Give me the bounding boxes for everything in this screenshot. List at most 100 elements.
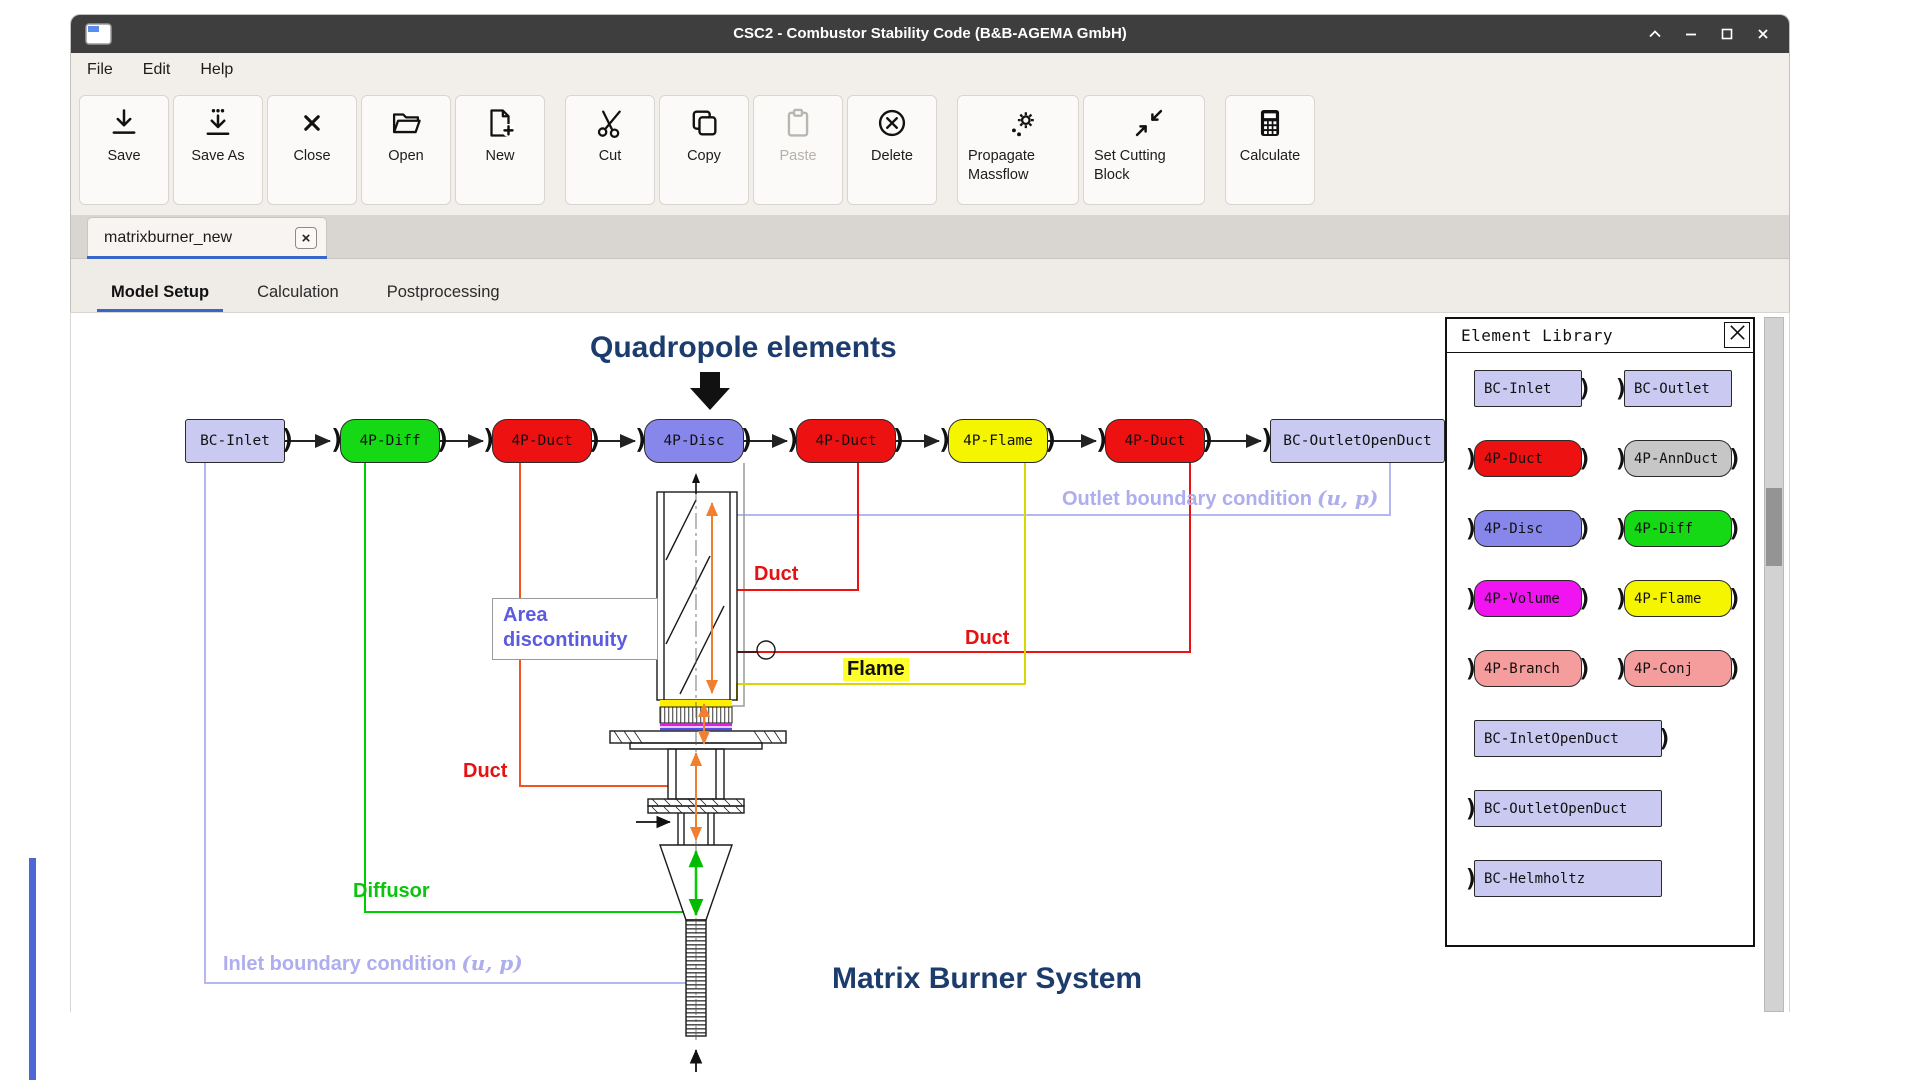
title-bar[interactable]: CSC2 - Combustor Stability Code (B&B-AGE… (71, 15, 1789, 53)
library-item-label: 4P-Diff (1634, 520, 1694, 537)
connector-port-right-icon: ) (279, 424, 296, 456)
menu-bar: File Edit Help (71, 53, 233, 87)
toolbar-button-save-as[interactable]: Save As (173, 95, 263, 205)
toolbar-button-label: Close (293, 148, 331, 164)
library-item-bc-outlet[interactable]: )BC-Outlet (1614, 370, 1732, 407)
connector-port-left-icon: ) (1614, 373, 1629, 402)
chain-block-4p-duct[interactable]: )4P-Duct) (785, 419, 907, 463)
connector-port-left-icon: ) (1464, 443, 1479, 472)
connector-port-left-icon: ) (1464, 793, 1479, 822)
chain-block-4p-diff[interactable]: )4P-Diff) (329, 419, 451, 463)
library-item-4p-disc[interactable]: ) 4P-Disc) (1464, 510, 1592, 547)
library-item-bc-inletopenduct[interactable]: BC-InletOpenDuct) (1474, 720, 1672, 757)
tab-model-setup[interactable]: Model Setup (97, 272, 224, 312)
quadropole-pointer-arrow-icon (690, 372, 730, 410)
document-tab-bar: matrixburner_new × (71, 215, 1789, 259)
toolbar-button-open[interactable]: Open (361, 95, 451, 205)
chain-block-4p-disc[interactable]: )4P-Disc) (633, 419, 755, 463)
area-annotation-line1: Area (503, 604, 548, 626)
set-cutting-block-icon (1132, 106, 1166, 140)
document-tab[interactable]: matrixburner_new × (87, 217, 327, 259)
canvas-scrollbar[interactable] (1764, 317, 1784, 1012)
chain-block-4p-duct[interactable]: )4P-Duct) (1094, 419, 1216, 463)
toolbar-button-set-cutting-block[interactable]: Set Cutting Block (1083, 95, 1205, 205)
window-controls (1647, 15, 1771, 53)
toolbar-button-save[interactable]: Save (79, 95, 169, 205)
chain-block-label: BC-Inlet (200, 433, 270, 449)
connector-port-right-icon: ) (1577, 513, 1592, 542)
library-item-4p-diff[interactable]: )4P-Diff) (1614, 510, 1742, 547)
library-item-4p-conj[interactable]: )4P-Conj) (1614, 650, 1742, 687)
chain-block-4p-duct[interactable]: )4P-Duct) (481, 419, 603, 463)
app-window: CSC2 - Combustor Stability Code (B&B-AGE… (70, 14, 1790, 313)
connector-port-left-icon: ) (1464, 513, 1479, 542)
save-icon (107, 106, 141, 140)
library-item-bc-helmholtz[interactable]: )BC-Helmholtz (1464, 860, 1662, 897)
minimize-window-button[interactable] (1683, 26, 1699, 42)
toolbar-button-cut[interactable]: Cut (565, 95, 655, 205)
toolbar-button-label: Propagate Massflow (968, 148, 1035, 183)
view-tab-bar: Model Setup Calculation Postprocessing (71, 259, 1789, 313)
library-item-label: 4P-AnnDuct (1634, 450, 1719, 467)
library-item-4p-duct[interactable]: )4P-Duct) (1464, 440, 1592, 477)
toolbar-button-copy[interactable]: Copy (659, 95, 749, 205)
collapse-window-button[interactable] (1647, 26, 1663, 42)
scrollbar-thumb[interactable] (1766, 488, 1782, 566)
library-item-label: 4P-Branch (1484, 660, 1560, 677)
library-item-4p-branch[interactable]: )4P-Branch) (1464, 650, 1592, 687)
duct-annotation-right: Duct (965, 627, 1010, 649)
connector-port-right-icon: ) (1727, 443, 1742, 472)
library-item-4p-annduct[interactable]: )4P-AnnDuct) (1614, 440, 1742, 477)
connector-port-right-icon: ) (1577, 373, 1592, 402)
tab-calculation[interactable]: Calculation (257, 282, 339, 301)
toolbar-button-new[interactable]: New (455, 95, 545, 205)
toolbar-button-calculate[interactable]: Calculate (1225, 95, 1315, 205)
library-item-label: 4P-Disc (1484, 520, 1544, 537)
chain-block-label: 4P-Duct (815, 433, 877, 449)
chain-block-4p-flame[interactable]: )4P-Flame) (937, 419, 1059, 463)
toolbar-button-propagate-massflow[interactable]: Propagate Massflow (957, 95, 1079, 205)
maximize-icon (1719, 28, 1735, 46)
window-title: CSC2 - Combustor Stability Code (B&B-AGE… (733, 25, 1127, 42)
toolbar-button-paste: Paste (753, 95, 843, 205)
toolbar-button-label: New (485, 148, 515, 164)
toolbar-button-close[interactable]: Close (267, 95, 357, 205)
paste-icon (781, 106, 815, 140)
outlet-bc-annotation: Outlet boundary condition(u, p) (1062, 486, 1378, 511)
cut-icon (593, 106, 627, 140)
connector-port-right-icon: ) (1577, 443, 1592, 472)
menu-item-edit[interactable]: Edit (142, 61, 171, 78)
tab-close-button[interactable]: × (295, 227, 317, 249)
element-library-panel: Element Library BC-Inlet))BC-Outlet)4P-D… (1445, 317, 1755, 947)
toolbar-button-label: Set Cutting Block (1094, 148, 1166, 183)
panel-close-button[interactable] (1724, 322, 1750, 348)
library-item-bc-inlet[interactable]: BC-Inlet) (1474, 370, 1592, 407)
connector-port-right-icon: ) (738, 424, 755, 456)
area-annotation-line2: discontinuity (503, 629, 628, 651)
library-item-bc-outletopenduct[interactable]: )BC-OutletOpenDuct (1464, 790, 1662, 827)
document-tab-label: matrixburner_new (104, 229, 233, 246)
tab-postprocessing[interactable]: Postprocessing (386, 282, 500, 301)
library-item-label: 4P-Flame (1634, 590, 1702, 607)
maximize-window-button[interactable] (1719, 26, 1735, 42)
chain-block-bc-outletopenduct[interactable]: )BC-OutletOpenDuct (1259, 419, 1445, 463)
close-window-button[interactable] (1755, 26, 1771, 42)
copy-icon (687, 106, 721, 140)
menu-item-file[interactable]: File (87, 61, 113, 78)
library-item-label: BC-Inlet (1484, 380, 1552, 397)
connector-port-left-icon: ) (937, 424, 954, 456)
menu-item-help[interactable]: Help (200, 61, 234, 78)
library-item-4p-flame[interactable]: )4P-Flame) (1614, 580, 1742, 617)
diffusor-annotation: Diffusor (353, 880, 430, 902)
screen-edge-accent (29, 858, 36, 1080)
toolbar-button-delete[interactable]: Delete (847, 95, 937, 205)
connector-port-right-icon: ) (1577, 583, 1592, 612)
area-discontinuity-annotation: Area discontinuity (492, 598, 658, 660)
library-item-4p-volume[interactable]: )4P-Volume) (1464, 580, 1592, 617)
toolbar-button-label: Copy (687, 148, 721, 164)
chain-block-bc-inlet[interactable]: BC-Inlet) (185, 419, 296, 463)
connector-port-left-icon: ) (481, 424, 498, 456)
toolbar-button-label: Paste (779, 148, 817, 164)
